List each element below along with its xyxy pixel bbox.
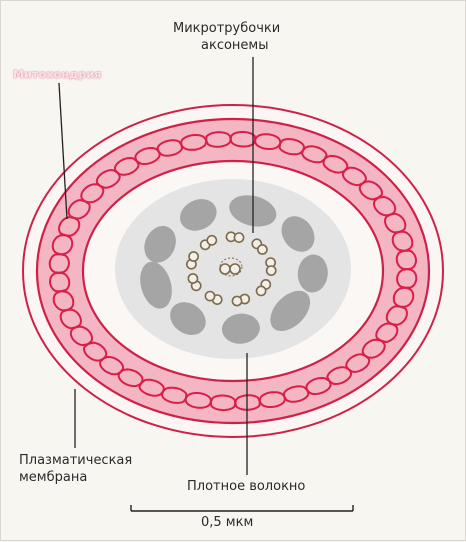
doublet-5 [232,294,249,305]
label-plasma-membrane-line2: мембрана [19,470,87,486]
scale-bar [131,505,353,511]
doublet-3 [266,258,276,275]
label-plasma-membrane-line1: Плазматическая [19,453,132,469]
doublet-1 [226,232,243,242]
label-mitochondrion: Митохондрия [13,67,102,83]
label-scale-bar: 0,5 мкм [201,515,253,531]
label-dense-fiber: Плотное волокно [187,479,305,495]
label-microtubules-line2: аксонемы [201,38,269,54]
label-microtubules-line1: Микротрубочки [173,21,280,37]
